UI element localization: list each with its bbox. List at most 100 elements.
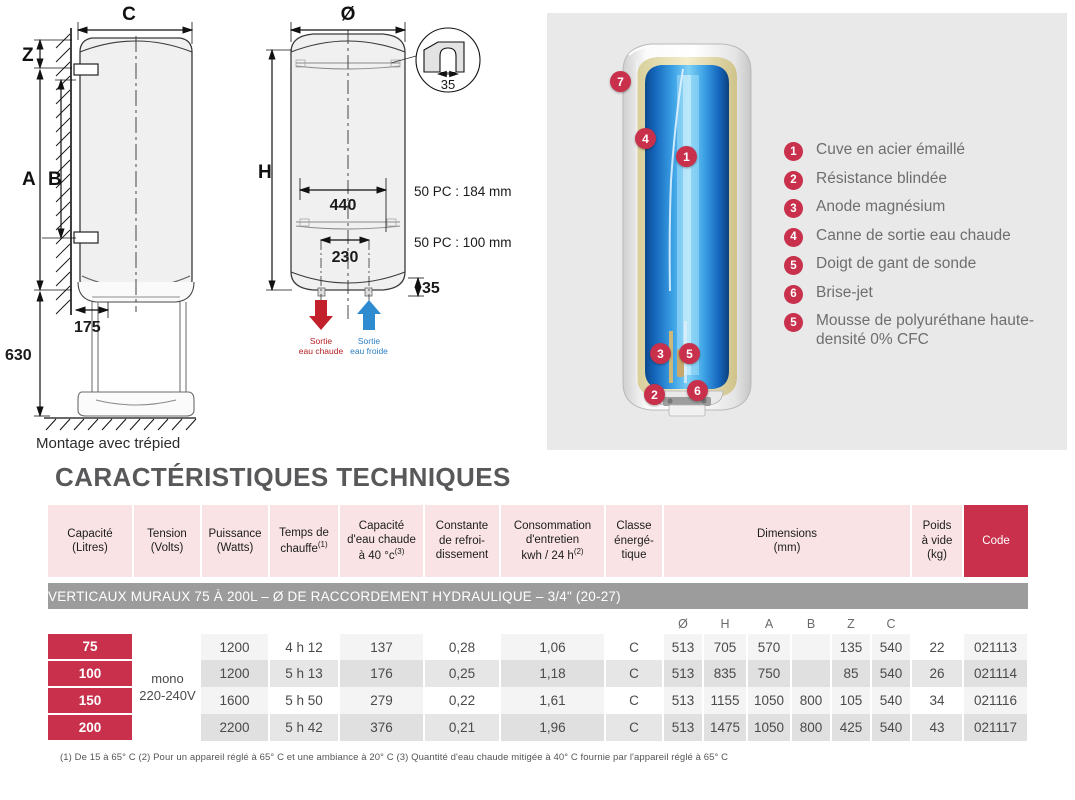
cell-capacite-eau: 376 [339,714,425,741]
cell-capacite: 200 [48,714,133,742]
header-puissance-l1: Puissance [208,527,262,540]
dim-value-440: 440 [330,197,357,214]
dim-label-Z: Z [22,45,34,66]
header-classe-l1: Classe [616,520,652,533]
header-puissance-l2: (Watts) [216,542,254,554]
header-conso-l3: kwh / 24 h [521,550,574,563]
header-conso-l1: Consommation [513,519,592,532]
header-consommation: Consommation d'entretien kwh / 24 h(2) [500,505,606,577]
technical-drawings-area: C Z A B 175 630 Montage avec trépied [0,0,1067,460]
cell-consommation: 1,06 [500,634,606,660]
cell-diametre: 513 [663,634,704,660]
cell-constante: 0,21 [424,714,501,741]
cell-code: 021116 [963,687,1030,714]
legend-bullet-7: 5 [784,313,803,332]
header-tension-l1: Tension [147,527,187,540]
legend-item: 3 Anode magnésium [784,198,1059,218]
cell-puissance: 2200 [201,714,270,741]
legend-label-5: Doigt de gant de sonde [816,255,977,272]
voltage-l1: mono [151,670,184,686]
cell-h: 835 [703,660,748,687]
header-constante-refroidissement: Constante de refroi- dissement [424,505,501,577]
cell-capacite-eau: 137 [339,634,425,660]
header-classe-l2: énergé- [614,534,654,547]
cell-constante: 0,28 [424,634,501,660]
note-50pc-100: 50 PC : 100 mm [414,235,512,250]
dim-label-H: H [258,162,272,183]
note-50pc-184: 50 PC : 184 mm [414,184,512,199]
water-heater-cutaway-image [607,31,767,431]
cold-water-inlet-arrow [357,300,381,330]
cell-temps: 5 h 50 [269,687,340,714]
header-capeau-sup: (3) [394,547,405,557]
cell-diametre: 513 [663,687,704,714]
cell-puissance: 1600 [201,687,270,714]
header-code: Code [963,505,1029,577]
cell-puissance: 1200 [201,634,270,660]
cell-consommation: 1,61 [500,687,606,714]
header-classe-energetique: Classe énergé- tique [605,505,664,577]
table-footnote: (1) De 15 à 65° C (2) Pour un appareil r… [60,752,729,763]
cell-b: 800 [791,687,832,714]
cell-z: 85 [831,660,872,687]
dim-label-diameter: Ø [341,4,356,25]
cell-a: 1050 [747,687,792,714]
table-category-band: VERTICAUX MURAUX 75 À 200L – Ø DE RACCOR… [48,583,1029,609]
header-poids-l2: à vide [921,534,953,547]
legend-label-4: Canne de sortie eau chaude [816,226,1011,244]
specifications-table: Capacité (Litres) Tension (Volts) Puissa… [48,505,1030,742]
header-dimensions-l1: Dimensions [756,527,818,540]
cell-capacite-eau: 279 [339,687,425,714]
header-capacite-eau: Capacité d'eau chaude à 40 °c(3) [339,505,425,577]
cell-z: 425 [831,714,872,741]
drawing-caption-tripod: Montage avec trépied [36,435,180,452]
header-constante-l1: Constante [435,520,489,533]
product-cutaway-panel: 7 4 1 3 5 2 6 1 Cuve en acier émaillé 2 … [547,13,1067,450]
cell-temps: 5 h 42 [269,714,340,741]
dimension-subheader-row: Ø H A B Z C [48,614,1029,634]
cell-capacite: 75 [48,634,133,661]
cell-tension: mono 220-240V [132,634,201,741]
subheader-B: B [791,614,831,634]
cell-c: 540 [871,714,913,741]
dim-value-630: 630 [5,347,32,364]
cell-b [791,660,832,687]
callout-7: 7 [610,71,631,92]
cell-a: 1050 [747,714,792,741]
cell-constante: 0,22 [424,687,501,714]
dim-label-A: A [22,169,36,190]
legend-label-7: Mousse de polyuréthane haute-densité 0% … [816,312,1035,348]
side-view-drawing: C Z A B 175 630 Montage avec trépied [0,0,265,460]
header-temps-sup: (1) [317,540,328,550]
specifications-table-wrapper: Capacité (Litres) Tension (Volts) Puissa… [48,505,1030,742]
cell-code: 021114 [963,660,1030,687]
cell-temps: 5 h 13 [269,660,340,687]
cell-diametre: 513 [663,660,704,687]
legend-bullet-1: 1 [784,142,803,161]
cell-classe: C [605,634,664,660]
header-constante-l2: de refroi- [438,534,486,547]
cell-code: 021113 [963,634,1030,660]
cell-capacite-eau: 176 [339,660,425,687]
dim-value-35-detail: 35 [441,77,455,92]
cell-classe: C [605,687,664,714]
callout-5: 5 [679,343,700,364]
header-capeau-l2: d'eau chaude [347,533,416,546]
cell-z: 135 [831,634,872,660]
header-dimensions-l2: (mm) [773,542,801,554]
cell-h: 1155 [703,687,748,714]
front-view-drawing: Ø H 440 230 35 35 [258,0,548,360]
category-band-text: VERTICAUX MURAUX 75 À 200L – Ø DE RACCOR… [48,583,1029,609]
header-capacite-l2: (Litres) [72,542,108,554]
header-poids: Poids à vide (kg) [911,505,965,577]
legend-item: 1 Cuve en acier émaillé [784,141,1059,161]
header-temps-l2: chauffe [280,542,318,555]
legend-item: 6 Brise-jet [784,284,1059,304]
cell-poids: 26 [911,660,965,687]
cold-inlet-label-line2: eau froide [350,346,388,356]
cell-c: 540 [871,660,913,687]
header-tension: Tension (Volts) [133,505,202,577]
dim-value-230: 230 [332,249,359,266]
subheader-Z: Z [831,614,871,634]
component-legend: 1 Cuve en acier émaillé 2 Résistance bli… [784,141,1059,358]
